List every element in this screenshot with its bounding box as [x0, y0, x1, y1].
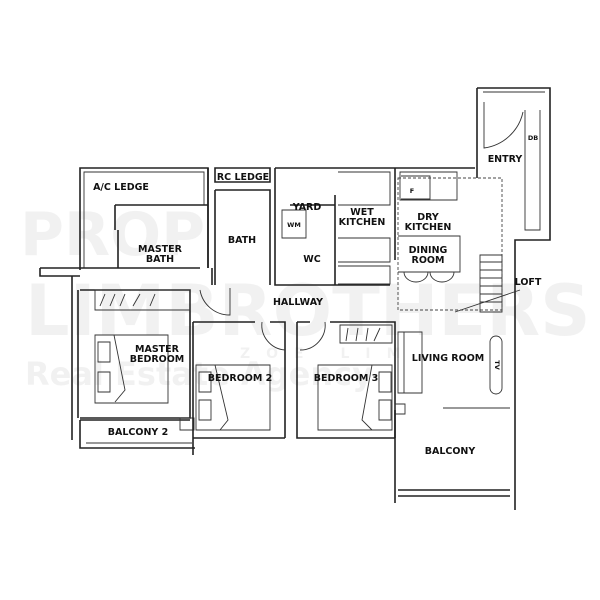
- label-wet-kitchen-1: WET: [350, 207, 374, 218]
- label-entry: ENTRY: [488, 154, 523, 165]
- label-fridge: F: [410, 187, 414, 195]
- label-master-bedroom-2: BEDROOM: [130, 354, 185, 365]
- label-living-room: LIVING ROOM: [412, 353, 484, 364]
- label-rc-ledge: RC LEDGE: [217, 172, 269, 183]
- label-tv: TV: [493, 360, 501, 369]
- label-bedroom-2: BEDROOM 2: [208, 373, 272, 384]
- label-ac-ledge: A/C LEDGE: [93, 182, 149, 193]
- watermark-line-2: LIMBROTHERS: [25, 270, 591, 352]
- label-balcony: BALCONY: [425, 446, 476, 457]
- label-bedroom-3: BEDROOM 3: [314, 373, 378, 384]
- label-washing-machine: WM: [287, 221, 301, 229]
- label-wet-kitchen-2: KITCHEN: [339, 217, 386, 228]
- watermark-line-3: ZOE LIM: [240, 346, 417, 362]
- label-dry-kitchen-2: KITCHEN: [405, 222, 452, 233]
- label-loft: LOFT: [515, 277, 542, 288]
- label-dining-room-2: ROOM: [412, 255, 445, 266]
- label-hallway: HALLWAY: [273, 297, 323, 308]
- room-labels: A/C LEDGE RC LEDGE YARD WET KITCHEN DRY …: [93, 134, 542, 457]
- label-yard: YARD: [292, 202, 322, 213]
- label-master-bath-1: MASTER: [138, 244, 183, 255]
- watermark-line-1: PROP: [20, 200, 205, 270]
- label-master-bedroom-1: MASTER: [135, 344, 180, 355]
- watermark: PROP LIMBROTHERS ZOE LIM Real Estate Age…: [20, 200, 591, 393]
- label-wc: WC: [303, 254, 320, 265]
- label-master-bath-2: BATH: [146, 254, 174, 265]
- label-dry-kitchen-1: DRY: [417, 212, 439, 223]
- label-bath: BATH: [228, 235, 256, 246]
- label-balcony-2: BALCONY 2: [108, 427, 168, 438]
- label-distribution-board: DB: [528, 134, 538, 142]
- walls: [39, 87, 551, 510]
- label-dining-room-1: DINING: [409, 245, 448, 256]
